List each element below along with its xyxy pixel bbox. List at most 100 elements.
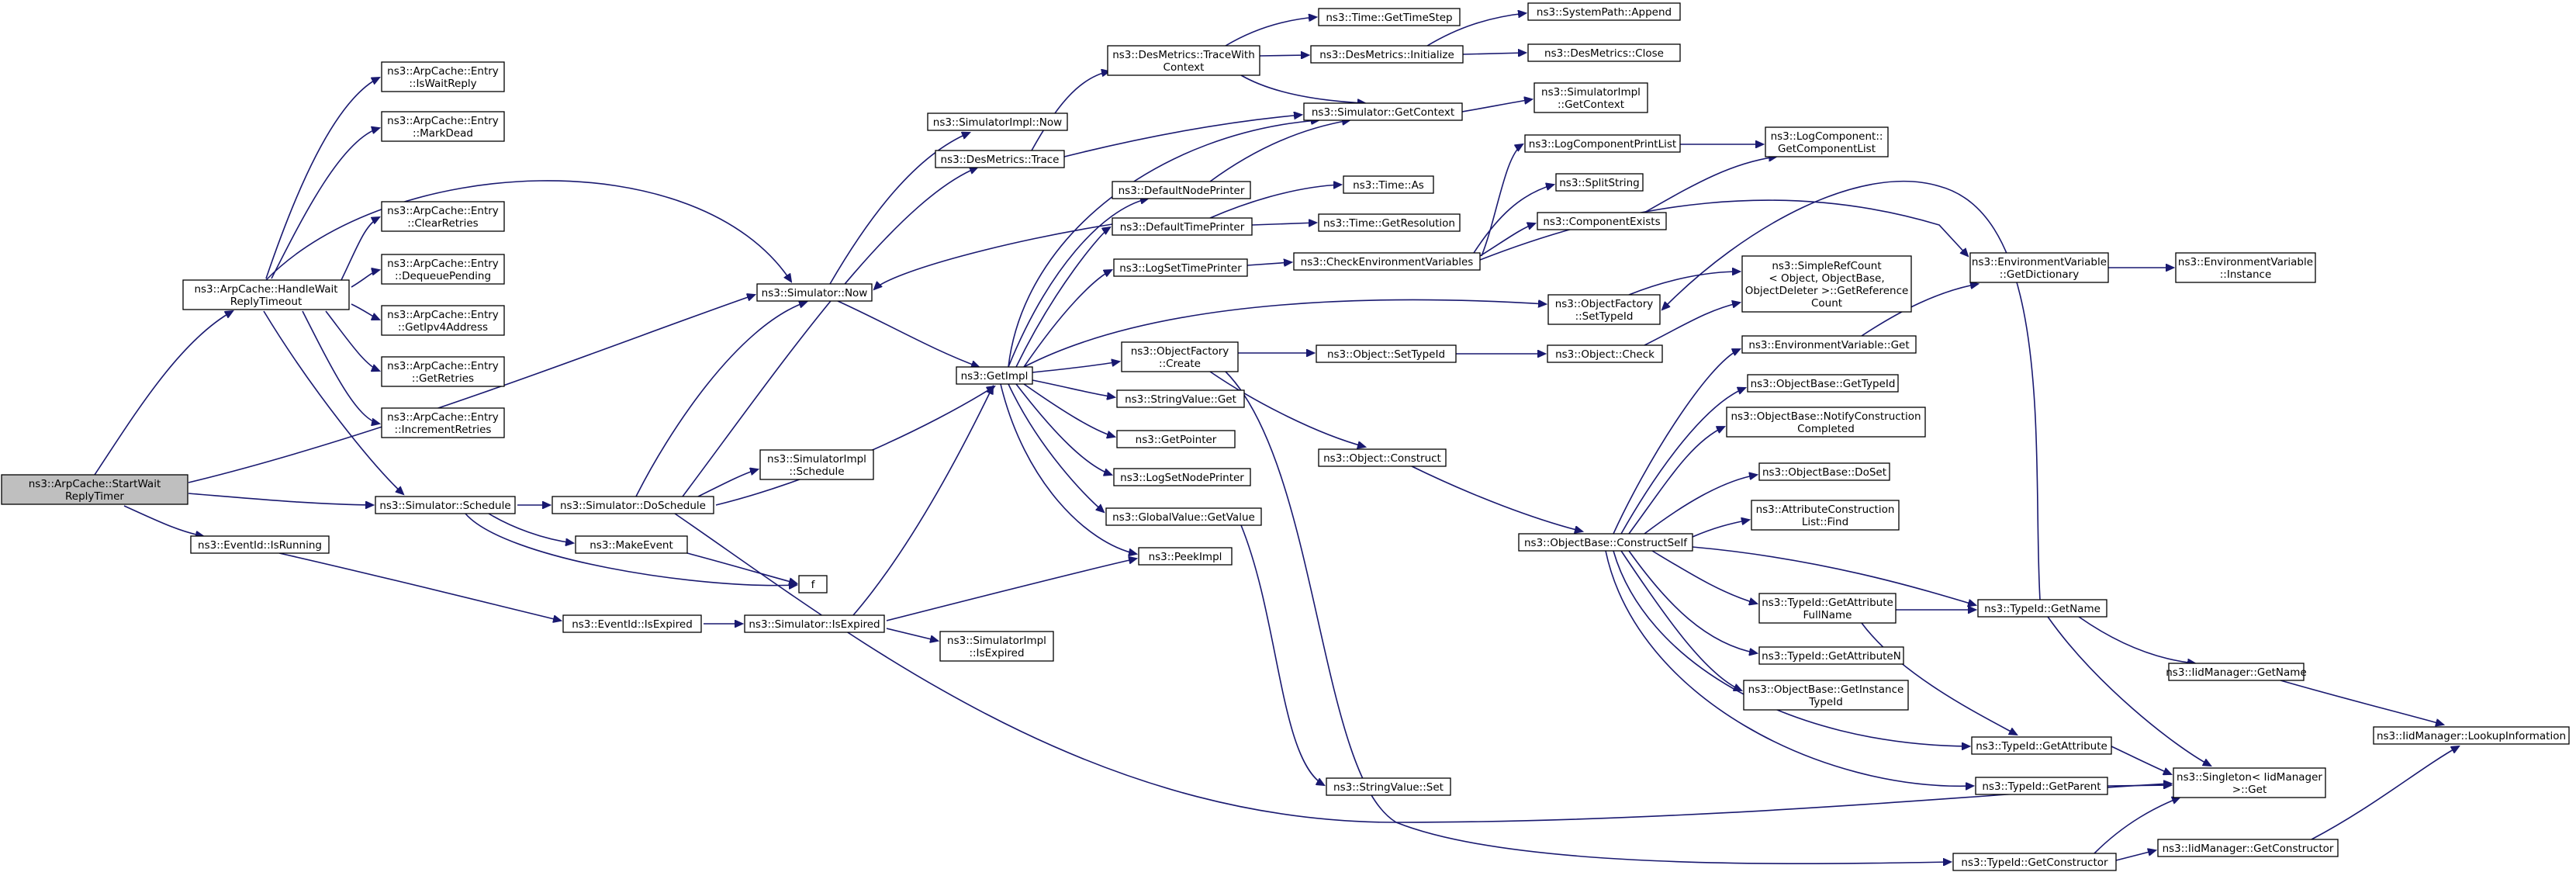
function-node-dequeue[interactable]: ns3::ArpCache::Entry::DequeuePending — [381, 254, 505, 285]
function-node-notifyconstruction[interactable]: ns3::ObjectBase::NotifyConstructionCompl… — [1726, 407, 1926, 438]
call-edge-simisexpired-to-getimpl — [852, 386, 993, 616]
function-node-getretries[interactable]: ns3::ArpCache::Entry::GetRetries — [381, 356, 505, 387]
function-node-splitstring[interactable]: ns3::SplitString — [1555, 173, 1644, 192]
node-label-line: ns3::Object::SetTypeId — [1327, 348, 1445, 361]
function-node-lookupinfo[interactable]: ns3::IidManager::LookupInformation — [2373, 726, 2570, 745]
function-node-gettimestep[interactable]: ns3::Time::GetTimeStep — [1318, 8, 1461, 26]
function-node-getattribute[interactable]: ns3::TypeId::GetAttribute — [1971, 736, 2112, 755]
function-node-constructself[interactable]: ns3::ObjectBase::ConstructSelf — [1518, 533, 1693, 552]
node-label-line: ns3::Simulator::Now — [762, 287, 868, 299]
function-node-typeidgetname[interactable]: ns3::TypeId::GetName — [1977, 599, 2107, 618]
function-node-compexists[interactable]: ns3::ComponentExists — [1537, 212, 1667, 230]
function-node-objbasegettypeid[interactable]: ns3::ObjectBase::GetTypeId — [1747, 374, 1899, 393]
call-edge-now-to-simimplnow — [829, 133, 970, 285]
function-node-isrunning[interactable]: ns3::EventId::IsRunning — [190, 535, 330, 554]
node-box — [1318, 8, 1461, 26]
node-box — [1547, 294, 1661, 325]
node-box — [1116, 430, 1236, 448]
function-node-getparent[interactable]: ns3::TypeId::GetParent — [1975, 777, 2108, 795]
function-node-getattributen[interactable]: ns3::TypeId::GetAttributeN — [1758, 646, 1904, 665]
node-label-line: ns3::SimulatorImpl::Now — [933, 116, 1062, 129]
function-node-makeevent[interactable]: ns3::MakeEvent — [575, 535, 688, 554]
function-node-stringvalueset[interactable]: ns3::StringValue::Set — [1326, 777, 1451, 796]
node-box — [1, 474, 188, 505]
function-node-getconstructor[interactable]: ns3::TypeId::GetConstructor — [1952, 853, 2117, 871]
function-node-envgetdictionary[interactable]: ns3::EnvironmentVariable::GetDictionary — [1969, 252, 2109, 283]
node-label-line: ::GetIpv4Address — [398, 321, 488, 334]
function-node-simimplisexpired[interactable]: ns3::SimulatorImpl::IsExpired — [939, 631, 1054, 662]
function-node-iswaitreply[interactable]: ns3::ArpCache::Entry::IsWaitReply — [381, 61, 505, 92]
node-label-line: ns3::EventId::IsExpired — [572, 618, 693, 631]
node-box — [575, 535, 688, 554]
node-box — [935, 150, 1065, 168]
function-node-getresolution[interactable]: ns3::Time::GetResolution — [1318, 213, 1461, 232]
function-node-getimpl[interactable]: ns3::GetImpl — [956, 366, 1033, 385]
function-node-getcontext[interactable]: ns3::Simulator::GetContext — [1303, 102, 1463, 121]
node-label-line: ns3::StringValue::Set — [1333, 781, 1444, 794]
function-node-checkenv[interactable]: ns3::CheckEnvironmentVariables — [1293, 252, 1481, 271]
function-node-globalvalueget[interactable]: ns3::GlobalValue::GetValue — [1105, 507, 1262, 526]
call-edge-isrunning-to-evisexpired — [278, 552, 561, 621]
function-node-now[interactable]: ns3::Simulator::Now — [756, 283, 873, 302]
function-node-simisexpired[interactable]: ns3::Simulator::IsExpired — [744, 614, 885, 633]
node-box — [2373, 726, 2570, 745]
function-node-clearretries[interactable]: ns3::ArpCache::Entry::ClearRetries — [381, 201, 505, 232]
function-node-getipv4[interactable]: ns3::ArpCache::Entry::GetIpv4Address — [381, 305, 505, 336]
function-node-incretries[interactable]: ns3::ArpCache::Entry::IncrementRetries — [381, 407, 505, 438]
node-label-line: ns3::CheckEnvironmentVariables — [1301, 256, 1474, 268]
function-node-markdead[interactable]: ns3::ArpCache::Entry::MarkDead — [381, 111, 505, 142]
function-node-envinstance[interactable]: ns3::EnvironmentVariable::Instance — [2175, 252, 2316, 283]
function-node-iidgetname[interactable]: ns3::IidManager::GetName — [2166, 663, 2307, 681]
function-node-stringvalueget[interactable]: ns3::StringValue::Get — [1116, 389, 1245, 408]
function-node-defaultnodeprinter[interactable]: ns3::DefaultNodePrinter — [1112, 181, 1251, 199]
node-label-line: ns3::Object::Check — [1555, 348, 1655, 361]
function-node-getcomplist[interactable]: ns3::LogComponent::GetComponentList — [1765, 126, 1889, 157]
node-label-line: ns3::LogSetNodePrinter — [1120, 472, 1244, 484]
function-node-schedule[interactable]: ns3::Simulator::Schedule — [375, 496, 516, 514]
node-box — [1326, 777, 1451, 796]
call-edge-handle-to-markdead — [271, 128, 379, 279]
function-node-desclose[interactable]: ns3::DesMetrics::Close — [1527, 43, 1681, 62]
function-node-timeas[interactable]: ns3::Time::As — [1343, 175, 1434, 194]
function-node-doset[interactable]: ns3::ObjectBase::DoSet — [1758, 462, 1890, 481]
function-node-desinit[interactable]: ns3::DesMetrics::Initialize — [1310, 45, 1464, 64]
function-node-peekimpl[interactable]: ns3::PeekImpl — [1138, 547, 1233, 566]
node-box — [798, 575, 828, 593]
function-node-simplerefcount[interactable]: ns3::SimpleRefCount< Object, ObjectBase,… — [1741, 255, 1912, 313]
function-node-ofsettypeid[interactable]: ns3::ObjectFactory::SetTypeId — [1547, 294, 1661, 325]
call-edge-constructself-to-getattrfullname — [1651, 550, 1757, 604]
call-edge-objconstruct-to-constructself — [1411, 465, 1582, 531]
node-label-line: ::IsExpired — [969, 647, 1024, 659]
call-edge-defaultnodeprinter-to-getcontext — [1209, 120, 1350, 182]
function-node-syspathappend[interactable]: ns3::SystemPath::Append — [1527, 2, 1681, 21]
node-label-line: ns3::EnvironmentVariable — [1972, 256, 2107, 268]
function-node-simimplgetcontext[interactable]: ns3::SimulatorImpl::GetContext — [1533, 82, 1648, 113]
function-node-ofcreate[interactable]: ns3::ObjectFactory::Create — [1121, 341, 1239, 372]
call-edge-handle-to-getipv4 — [351, 303, 379, 320]
function-node-doschedule[interactable]: ns3::Simulator::DoSchedule — [552, 496, 714, 514]
function-node-desmetricstrace[interactable]: ns3::DesMetrics::Trace — [935, 150, 1065, 168]
function-node-f[interactable]: f — [798, 575, 828, 593]
function-node-objconstruct[interactable]: ns3::Object::Construct — [1318, 448, 1447, 467]
function-node-iidgetconstructor[interactable]: ns3::IidManager::GetConstructor — [2157, 839, 2339, 857]
function-node-envvarget[interactable]: ns3::EnvironmentVariable::Get — [1741, 335, 1917, 354]
function-node-defaulttimeprinter[interactable]: ns3::DefaultTimePrinter — [1112, 217, 1253, 236]
function-node-evisexpired[interactable]: ns3::EventId::IsExpired — [562, 614, 702, 633]
function-node-getpointer[interactable]: ns3::GetPointer — [1116, 430, 1236, 448]
function-node-settypeid[interactable]: ns3::Object::SetTypeId — [1316, 344, 1457, 363]
function-node-singletonget[interactable]: ns3::Singleton< IidManager>::Get — [2173, 767, 2326, 798]
node-label-line: ::IncrementRetries — [395, 424, 492, 436]
function-node-simimplnow[interactable]: ns3::SimulatorImpl::Now — [927, 112, 1068, 131]
function-node-logcompprintlist[interactable]: ns3::LogComponentPrintList — [1524, 134, 1681, 153]
function-node-logsettimeprinter[interactable]: ns3::LogSetTimePrinter — [1113, 258, 1248, 277]
function-node-logsetnodeprinter[interactable]: ns3::LogSetNodePrinter — [1113, 468, 1251, 486]
function-node-simimplschedule[interactable]: ns3::SimulatorImpl::Schedule — [759, 449, 874, 480]
function-node-objcheck[interactable]: ns3::Object::Check — [1547, 344, 1663, 363]
